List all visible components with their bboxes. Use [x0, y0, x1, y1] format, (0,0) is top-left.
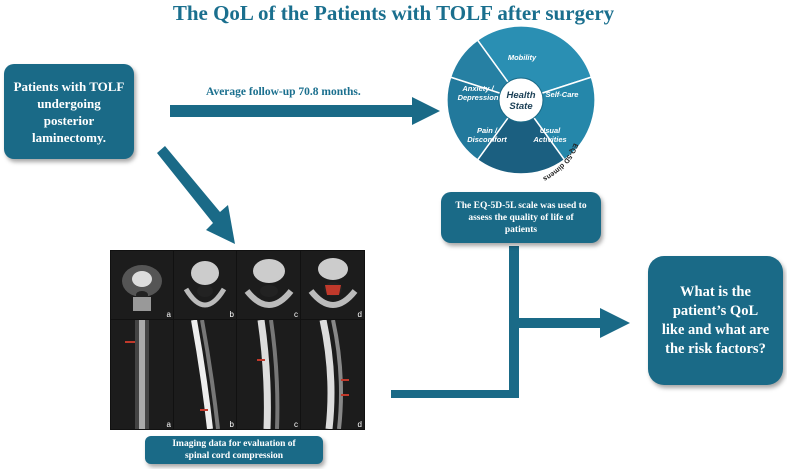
diagram-title: The QoL of the Patients with TOLF after …	[172, 1, 615, 25]
question-line-2: patient’s QoL	[672, 302, 759, 319]
wheel-center-2: State	[509, 101, 533, 112]
imaging-line-1: Imaging data for evaluation of	[172, 439, 296, 449]
patients-line-1: Patients with TOLF	[13, 78, 125, 94]
segment-anxiety	[449, 39, 523, 102]
label-anxiety: Anxiety /Depression	[458, 84, 499, 102]
wheel-segments	[446, 25, 596, 175]
imaging-panel-grid: a b c d a b c d	[110, 250, 365, 430]
label-pain: Pain /Discomfort	[467, 126, 507, 144]
patients-line-2: undergoing	[37, 95, 101, 111]
mri-sagittal-c: c	[237, 320, 300, 429]
panel-label: c	[294, 420, 298, 429]
scale-box: The EQ-5D-5L scale was used to assess th…	[441, 192, 601, 243]
scale-line-3: patients	[504, 224, 538, 235]
arrow-to-imaging	[157, 146, 235, 244]
mri-sagittal-a: a	[111, 320, 173, 429]
question-line-4: the risk factors?	[665, 340, 766, 357]
mri-sagittal-b: b	[174, 320, 236, 429]
patients-line-4: laminectomy.	[31, 129, 106, 145]
scale-line-1: The EQ-5D-5L scale was used to	[455, 200, 587, 211]
panel-label: b	[229, 310, 234, 319]
question-line-3: like and what are	[661, 321, 770, 338]
scale-line-2: assess the quality of life of	[468, 212, 574, 223]
imaging-line-2: spinal cord compression	[184, 451, 283, 461]
label-mobility: Mobility	[508, 53, 537, 62]
arrow-to-question	[514, 308, 630, 338]
panel-label: b	[229, 420, 234, 429]
ct-axial-a: a	[111, 251, 173, 319]
arrow-follow-up	[170, 97, 440, 125]
panel-label: d	[357, 420, 362, 429]
follow-up-label: Average follow-up 70.8 months.	[206, 86, 361, 98]
ct-axial-b: b	[174, 251, 236, 319]
imaging-box: Imaging data for evaluation of spinal co…	[145, 436, 323, 464]
panel-label: d	[357, 310, 362, 319]
ct-axial-d: d	[301, 251, 364, 319]
panel-label: a	[166, 310, 171, 319]
question-box: What is the patient’s QoL like and what …	[648, 256, 783, 385]
panel-label: c	[294, 310, 298, 319]
wheel-center-1: Health	[506, 90, 535, 101]
segment-usual-activities	[476, 98, 566, 175]
mri-sagittal-d: d	[301, 320, 364, 429]
label-self-care: Self-Care	[546, 90, 579, 99]
panel-label: a	[166, 420, 171, 429]
ct-axial-c: c	[237, 251, 300, 319]
connector-imaging	[391, 329, 519, 398]
question-line-1: What is the	[680, 283, 751, 300]
segment-mobility	[476, 25, 593, 101]
patients-box: Patients with TOLF undergoing posterior …	[4, 64, 134, 159]
patients-line-3: posterior	[43, 112, 95, 128]
